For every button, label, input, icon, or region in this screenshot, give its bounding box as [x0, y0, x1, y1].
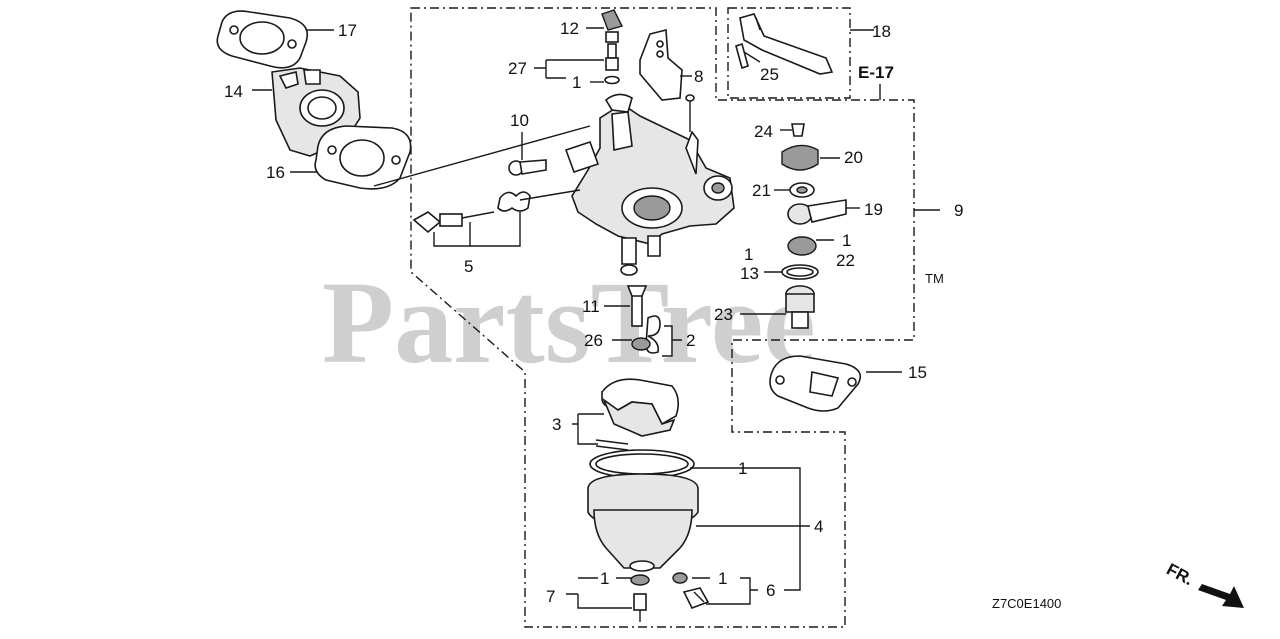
bowl-bolt-7 — [630, 574, 650, 622]
callout-13: 13 — [740, 264, 759, 283]
float-3 — [595, 378, 680, 451]
callout-11: 11 — [582, 297, 600, 316]
callout-12: 12 — [560, 19, 579, 38]
o-ring-13 — [781, 264, 819, 280]
callout-21: 21 — [752, 181, 771, 200]
callout-2: 2 — [686, 331, 695, 350]
choke-lever-18 — [735, 13, 834, 75]
callout-7: 7 — [546, 587, 555, 606]
callout-1-top: 1 — [572, 73, 581, 92]
callout-1-stack-left: 1 — [744, 245, 753, 264]
float-bowl-4 — [587, 449, 699, 572]
diagram-code: Z7C0E1400 — [992, 596, 1061, 611]
valve-23 — [785, 285, 815, 329]
lever-19 — [787, 199, 847, 225]
lever-group-boundary — [727, 7, 851, 99]
callout-22: 22 — [836, 251, 855, 270]
callout-5: 5 — [464, 257, 473, 276]
callout-4: 4 — [814, 517, 823, 536]
gasket-16 — [314, 125, 412, 190]
callout-18: 18 — [872, 22, 891, 41]
watermark: PartsTree — [322, 257, 816, 388]
screw-24 — [791, 123, 805, 137]
washer-26 — [631, 337, 651, 351]
drain-screw-6 — [672, 572, 710, 610]
callout-19: 19 — [864, 200, 883, 219]
callout-1-drain: 1 — [718, 569, 727, 588]
callout-10: 10 — [510, 111, 529, 130]
callout-27: 27 — [508, 59, 527, 78]
leader-lines — [252, 27, 940, 609]
callout-9: 9 — [954, 201, 963, 220]
washer-21 — [789, 182, 815, 198]
callout-20: 20 — [844, 148, 863, 167]
front-arrow-icon — [1198, 584, 1244, 608]
callout-23: 23 — [714, 305, 733, 324]
main-jet-11 — [626, 285, 648, 327]
callout-26: 26 — [584, 331, 603, 350]
spring-22 — [787, 236, 817, 256]
pilot-screw-10 — [508, 159, 547, 176]
callout-1-bolt: 1 — [600, 569, 609, 588]
callout-24: 24 — [754, 122, 773, 141]
callout-14: 14 — [224, 82, 243, 101]
callout-16: 16 — [266, 163, 285, 182]
front-direction-label: FR. — [1163, 560, 1196, 590]
callout-1-stack-right: 1 — [842, 231, 851, 250]
carburetor-body — [564, 93, 735, 276]
throttle-stop-screw-5 — [412, 191, 531, 234]
jet-27 — [604, 57, 620, 85]
callout-15: 15 — [908, 363, 927, 382]
reference-e17: E-17 — [858, 63, 894, 82]
cover-20 — [781, 144, 819, 171]
carburetor-group-boundary — [410, 7, 915, 628]
gasket-15 — [769, 355, 862, 412]
gasket-17 — [216, 10, 309, 69]
callout-8: 8 — [694, 67, 703, 86]
trademark: TM — [925, 271, 944, 286]
callout-17: 17 — [338, 21, 357, 40]
callout-25: 25 — [760, 65, 779, 84]
callout-6: 6 — [766, 581, 775, 600]
callout-1-bowl: 1 — [738, 459, 747, 478]
bracket-8 — [639, 28, 683, 101]
callout-3: 3 — [552, 415, 561, 434]
screw-12 — [601, 9, 624, 59]
